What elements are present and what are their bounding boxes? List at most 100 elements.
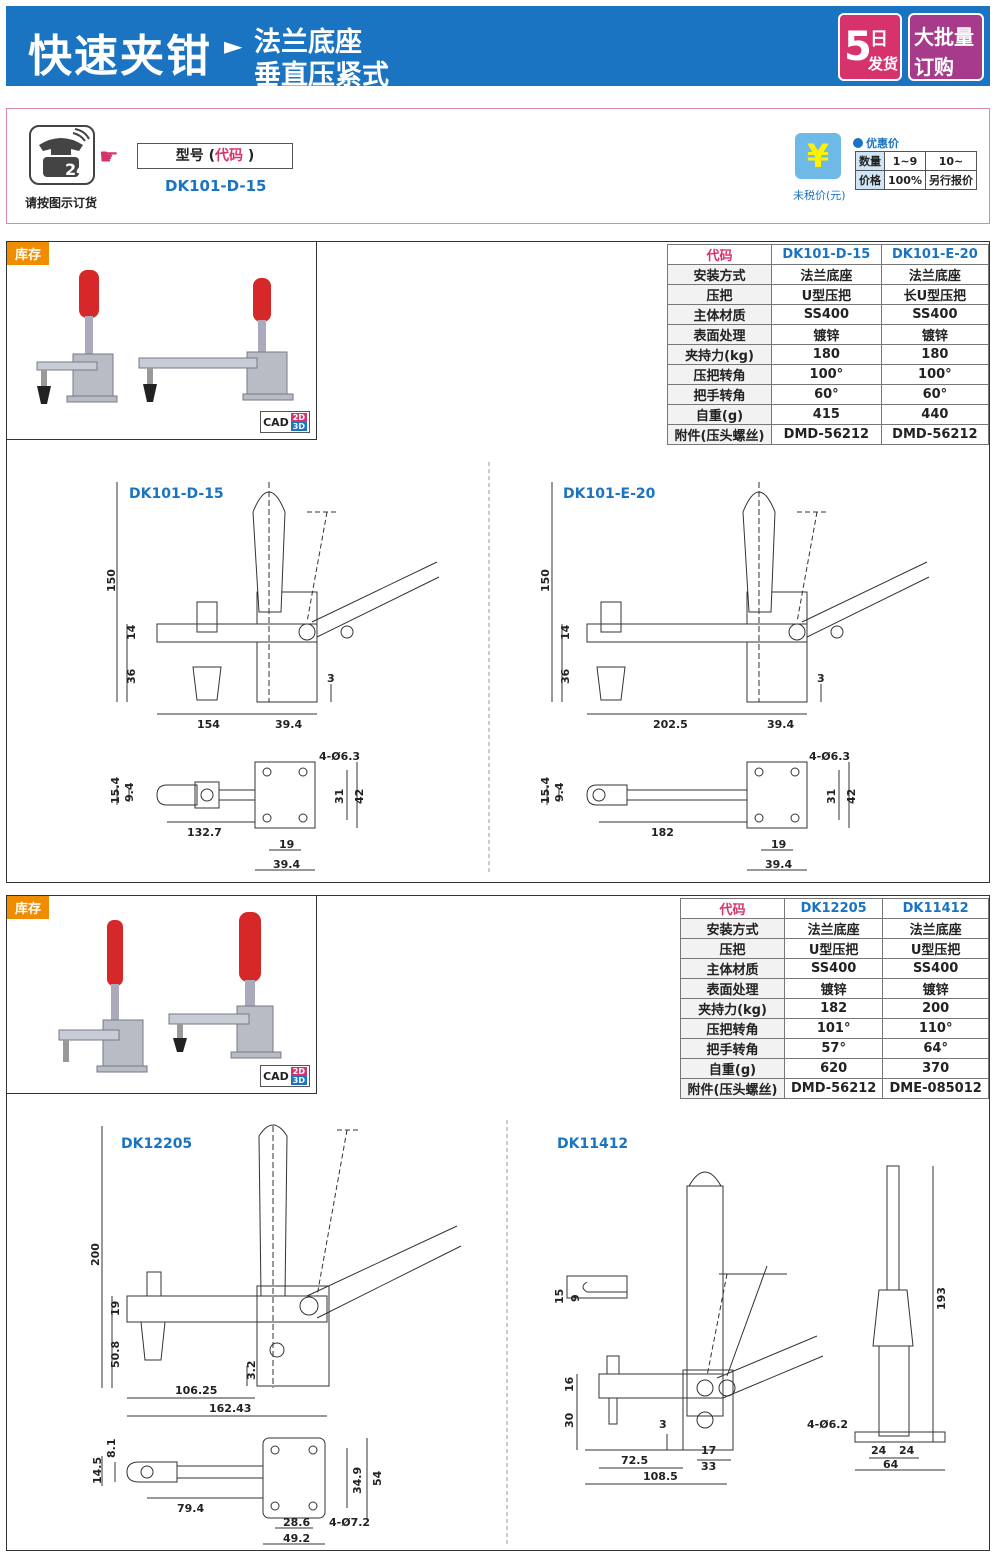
order-caption: 请按图示订货 bbox=[25, 196, 98, 210]
dim-label: 162.43 bbox=[209, 1402, 251, 1415]
table-cell: DMD-56212 bbox=[880, 424, 990, 445]
cad-label: CAD bbox=[263, 415, 289, 429]
table-cell: DMD-56212 bbox=[783, 1078, 884, 1099]
column-header: 代码 bbox=[680, 898, 785, 919]
dim-label: 202.5 bbox=[653, 718, 688, 731]
row-label: 附件(压头螺丝) bbox=[667, 424, 772, 445]
dim-label: 79.4 bbox=[177, 1502, 204, 1515]
model-label-suffix: ) bbox=[243, 148, 255, 164]
price-cell: 价格 bbox=[855, 170, 885, 190]
table-cell: 60° bbox=[771, 384, 882, 405]
row-label: 安装方式 bbox=[667, 264, 772, 285]
clamp-photo-illustration bbox=[36, 270, 294, 404]
dim-label: 15.4 bbox=[109, 777, 122, 804]
dim-label: 150 bbox=[105, 569, 118, 592]
order-info-box: 24 请按图示订货 ☛ 型号 (代码 ) DK101-D-15 ¥ 未税价(元)… bbox=[6, 108, 990, 224]
row-label: 把手转角 bbox=[680, 1038, 785, 1059]
dim-label: 39.4 bbox=[275, 718, 302, 731]
subtitle-line1: 法兰底座 bbox=[254, 27, 362, 58]
pointing-hand-icon: ☛ bbox=[99, 145, 119, 170]
phone-24-icon: 24 bbox=[29, 125, 95, 185]
table-cell: 法兰底座 bbox=[783, 918, 884, 939]
model-name: DK12205 bbox=[121, 1136, 192, 1152]
table-row: 安装方式法兰底座法兰底座 bbox=[667, 264, 990, 285]
dim-label: 42 bbox=[845, 789, 858, 804]
dim-label: 3 bbox=[327, 672, 335, 685]
cad-3d: 3D bbox=[290, 1076, 307, 1085]
title-arrow-icon: ► bbox=[224, 32, 243, 60]
dim-label: 39.4 bbox=[765, 858, 792, 871]
dim-label: 182 bbox=[651, 826, 674, 839]
table-cell: 200 bbox=[882, 998, 989, 1019]
table-cell: 180 bbox=[771, 344, 882, 365]
price-row: 价格 100% 另行报价 bbox=[855, 170, 977, 190]
subtitle-line2: 垂直压紧式 bbox=[254, 60, 389, 91]
row-label: 夹持力(kg) bbox=[680, 998, 785, 1019]
dim-label: 9.4 bbox=[123, 782, 136, 802]
column-header: DK101-E-20 bbox=[880, 244, 990, 265]
row-label: 表面处理 bbox=[680, 978, 785, 999]
price-title-text: 优惠价 bbox=[866, 137, 899, 150]
column-header: DK12205 bbox=[783, 898, 884, 919]
column-header: DK101-D-15 bbox=[771, 244, 882, 265]
row-label: 压把 bbox=[667, 284, 772, 305]
dim-label: 54 bbox=[371, 1470, 384, 1486]
table-cell: 440 bbox=[880, 404, 990, 425]
table-cell: 法兰底座 bbox=[882, 918, 989, 939]
row-label: 自重(g) bbox=[680, 1058, 785, 1079]
table-cell: 415 bbox=[771, 404, 882, 425]
dim-label: 42 bbox=[353, 789, 366, 804]
table-row: 安装方式法兰底座法兰底座 bbox=[680, 918, 989, 939]
dim-label: 4-Ø6.3 bbox=[319, 750, 360, 763]
model-label-code: 代码 bbox=[215, 148, 243, 164]
dim-label: 9.4 bbox=[553, 782, 566, 802]
dim-label: 19 bbox=[771, 838, 786, 851]
price-row: 数量 1~9 10~ bbox=[855, 151, 977, 171]
model-name: DK11412 bbox=[557, 1136, 628, 1152]
table-cell: 100° bbox=[771, 364, 882, 385]
table-cell: 101° bbox=[783, 1018, 884, 1039]
yen-icon: ¥ bbox=[795, 133, 841, 179]
table-cell: 镀锌 bbox=[783, 978, 884, 999]
clamp-photo-illustration bbox=[58, 912, 282, 1073]
table-cell: U型压把 bbox=[783, 938, 884, 959]
dim-label: 4-Ø6.2 bbox=[807, 1418, 848, 1431]
drawing-dk101-e-20 bbox=[546, 482, 930, 871]
dim-label: 3 bbox=[817, 672, 825, 685]
dim-label: 64 bbox=[883, 1458, 899, 1471]
cad-3d: 3D bbox=[290, 422, 307, 431]
table-row: 表面处理镀锌镀锌 bbox=[667, 324, 990, 345]
table-cell: DMD-56212 bbox=[771, 424, 882, 445]
table-cell: 100° bbox=[880, 364, 990, 385]
price-cell: 1~9 bbox=[884, 151, 926, 171]
dim-label: 30 bbox=[563, 1412, 576, 1428]
dim-label: 8.1 bbox=[105, 1439, 118, 1459]
table-cell: 182 bbox=[783, 998, 884, 1019]
dim-label: 193 bbox=[935, 1287, 948, 1310]
row-label: 压把转角 bbox=[680, 1018, 785, 1039]
table-cell: 法兰底座 bbox=[771, 264, 882, 285]
badge-day: 日 bbox=[870, 29, 888, 50]
dim-label: 72.5 bbox=[621, 1454, 648, 1467]
badge-ship: 发货 bbox=[868, 55, 899, 73]
dim-label: 24 bbox=[899, 1444, 915, 1457]
table-cell: 370 bbox=[882, 1058, 989, 1079]
dim-label: 108.5 bbox=[643, 1470, 678, 1483]
dim-label: 4-Ø7.2 bbox=[329, 1516, 370, 1529]
dim-label: 9 bbox=[569, 1294, 582, 1302]
dim-label: 19 bbox=[109, 1301, 122, 1316]
dim-label: 39.4 bbox=[767, 718, 794, 731]
dim-label: 106.25 bbox=[175, 1384, 217, 1397]
table-cell: SS400 bbox=[771, 304, 882, 325]
page-title: 快速夹钳 bbox=[28, 31, 212, 82]
